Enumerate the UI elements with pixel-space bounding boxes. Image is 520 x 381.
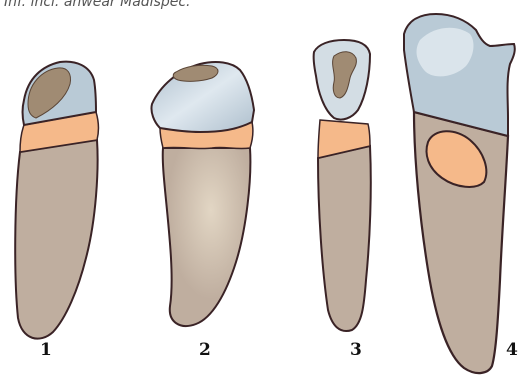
tooth-1-root (15, 140, 97, 339)
tooth-1 (15, 62, 98, 339)
label-3: 3 (350, 340, 362, 360)
label-2: 2 (199, 340, 211, 360)
label-1: 1 (40, 340, 52, 360)
tooth-2 (151, 62, 254, 326)
tooth-4 (404, 14, 515, 373)
tooth-3 (314, 40, 371, 331)
label-4: 4 (506, 340, 518, 360)
tooth-3-root (318, 146, 371, 331)
tooth-2-root (163, 148, 251, 326)
